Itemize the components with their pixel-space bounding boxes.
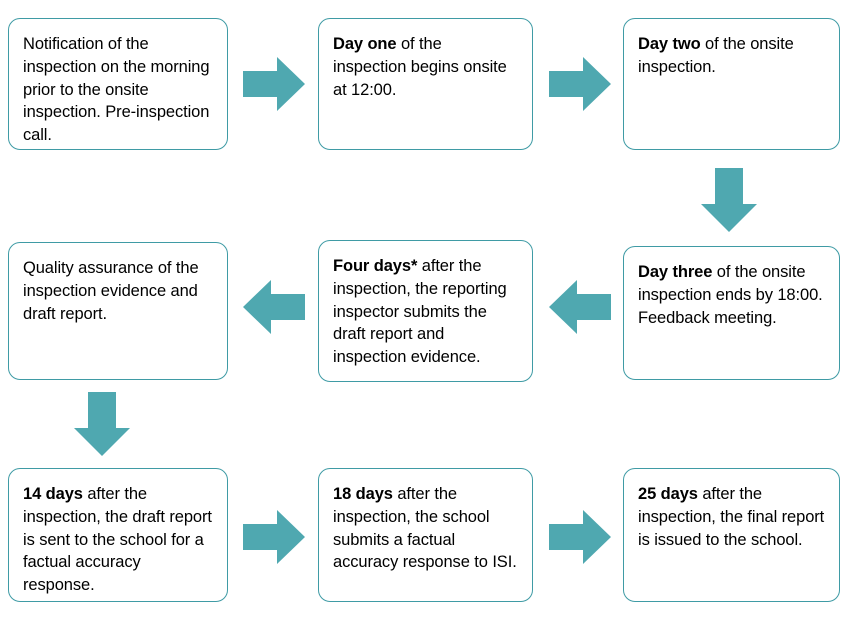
process-box-text: 18 days after the inspection, the school…	[333, 483, 518, 574]
process-box-day-three[interactable]: Day three of the onsite inspection ends …	[623, 246, 840, 380]
process-box-body: of the onsite inspection.	[638, 35, 799, 76]
process-box-lead: 25 days	[638, 485, 698, 503]
process-box-body: after the inspection, the reporting insp…	[333, 257, 512, 367]
process-box-lead: Day three	[638, 263, 713, 281]
process-box-14-days[interactable]: 14 days after the inspection, the draft …	[8, 468, 228, 602]
process-box-lead: Four days*	[333, 257, 418, 275]
process-box-day-one[interactable]: Day one of the inspection begins onsite …	[318, 18, 533, 150]
arrow-right-notification-to-day-one[interactable]	[243, 55, 307, 113]
process-box-lead: Day one	[333, 35, 397, 53]
process-box-text: Notification of the inspection on the mo…	[23, 33, 213, 147]
process-box-text: Day one of the inspection begins onsite …	[333, 33, 518, 101]
process-box-body: after the inspection, the draft report i…	[23, 485, 217, 595]
process-box-text: Quality assurance of the inspection evid…	[23, 257, 213, 325]
process-box-day-two[interactable]: Day two of the onsite inspection.	[623, 18, 840, 150]
arrow-down-day-two-to-day-three[interactable]	[699, 168, 759, 234]
process-box-quality-assurance[interactable]: Quality assurance of the inspection evid…	[8, 242, 228, 380]
process-box-text: Day three of the onsite inspection ends …	[638, 261, 825, 329]
process-box-body: after the inspection, the school submits…	[333, 485, 517, 572]
arrow-left-day-three-to-four-days[interactable]	[549, 278, 613, 336]
arrow-down-quality-assurance-to-14-days[interactable]	[72, 392, 132, 458]
arrow-right-day-one-to-day-two[interactable]	[549, 55, 613, 113]
process-box-body: of the inspection begins onsite at 12:00…	[333, 35, 512, 99]
process-box-lead: Day two	[638, 35, 701, 53]
process-box-text: 25 days after the inspection, the final …	[638, 483, 825, 551]
process-box-lead: 14 days	[23, 485, 83, 503]
process-box-text: 14 days after the inspection, the draft …	[23, 483, 213, 597]
process-box-body: Quality assurance of the inspection evid…	[23, 259, 204, 323]
process-box-body: of the onsite inspection ends by 18:00. …	[638, 263, 828, 327]
process-box-body: after the inspection, the final report i…	[638, 485, 829, 549]
process-box-18-days[interactable]: 18 days after the inspection, the school…	[318, 468, 533, 602]
process-box-25-days[interactable]: 25 days after the inspection, the final …	[623, 468, 840, 602]
arrow-right-14-days-to-18-days[interactable]	[243, 508, 307, 566]
process-box-text: Four days* after the inspection, the rep…	[333, 255, 518, 369]
process-box-body: Notification of the inspection on the mo…	[23, 35, 214, 145]
process-box-notification[interactable]: Notification of the inspection on the mo…	[8, 18, 228, 150]
arrow-right-18-days-to-25-days[interactable]	[549, 508, 613, 566]
process-box-four-days[interactable]: Four days* after the inspection, the rep…	[318, 240, 533, 382]
process-box-text: Day two of the onsite inspection.	[638, 33, 825, 79]
process-box-lead: 18 days	[333, 485, 393, 503]
arrow-left-four-days-to-quality-assurance[interactable]	[243, 278, 307, 336]
